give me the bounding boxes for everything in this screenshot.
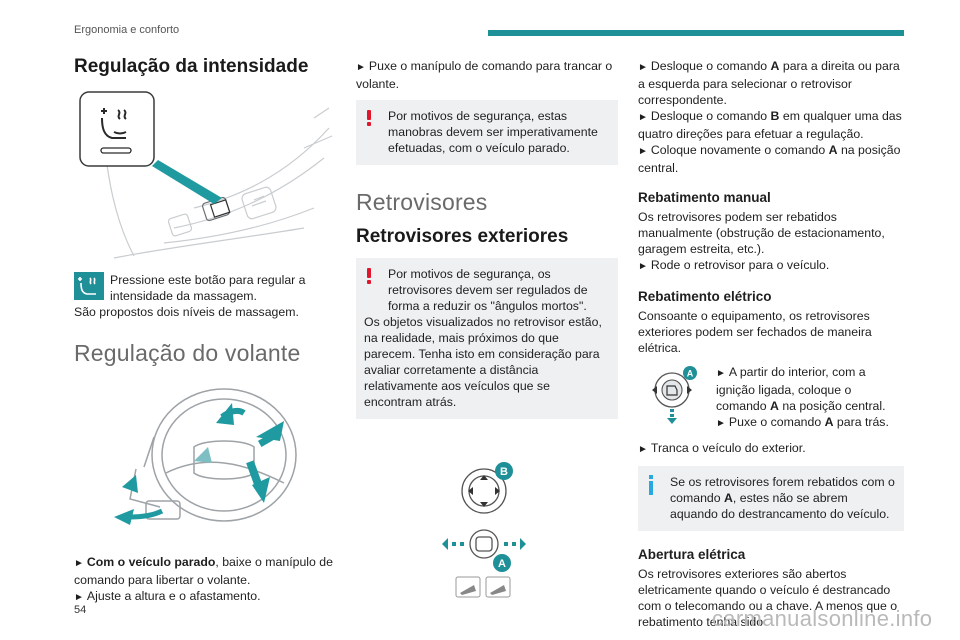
title-ext-mirrors: Retrovisores exteriores [356, 226, 569, 247]
mirror-fold-control-icon: A [652, 366, 697, 424]
electric-text: Consoante o equipamento, os retrovisores… [638, 309, 872, 355]
step1-c: para a direita ou para a esquerda para s… [638, 59, 900, 107]
triangle-bullet-icon: ► [638, 62, 648, 73]
inside-1: A partir do interior, com a ignição liga… [716, 365, 866, 413]
watermark: carmanualsonline.info [712, 606, 933, 631]
step1-b: A [770, 59, 780, 73]
triangle-bullet-icon: ► [74, 592, 84, 603]
triangle-bullet-icon: ► [716, 368, 726, 379]
open-text: Os retrovisores exteriores são abertos e… [638, 567, 898, 629]
massage-text-2: São propostos dois níveis de massagem. [74, 305, 299, 319]
step2-b: B [770, 109, 780, 123]
header-section: Ergonomia e conforto [74, 24, 180, 36]
column-1: Regulação da intensidade [74, 56, 336, 606]
step3-b: A [828, 143, 838, 157]
title-electric-open: Abertura elétrica [638, 547, 746, 562]
title-mirrors: Retrovisores [356, 189, 488, 215]
inside-2a: Puxe o comando [728, 415, 825, 429]
info-text-a: Se os retrovisores forem rebatidos com o… [670, 475, 895, 505]
steer-bold: Com o veículo parado [86, 555, 216, 569]
step1-a: Desloque o comando [650, 59, 771, 73]
manual-step: Rode o retrovisor para o veículo. [650, 258, 830, 272]
mirror-control-illustration: B A [442, 462, 526, 598]
massage-seat-icon [101, 108, 127, 139]
header-accent-bar [488, 30, 904, 36]
inside-1c: na posição central. [778, 399, 886, 413]
steering-wheel-illustration [114, 388, 297, 525]
manual-text: Os retrovisores podem ser rebatidos manu… [638, 210, 885, 256]
triangle-bullet-icon: ► [638, 146, 648, 157]
title-manual: Rebatimento manual [638, 190, 771, 205]
warn-1: Por motivos de segurança, estas manobras… [388, 109, 598, 155]
step2-c: em qualquer uma das quatro direções para… [638, 109, 902, 141]
lock-text: Puxe o manípulo de comando para trancar … [356, 59, 613, 91]
info-icon [649, 475, 654, 495]
inside-2b: A [824, 415, 834, 429]
warning-icon [367, 268, 372, 284]
warn-2-a: Por motivos de segurança, os retrovisore… [388, 267, 588, 313]
warning-note-2: Por motivos de segurança, os retrovisore… [356, 258, 618, 419]
steer-text-2: Ajuste a altura e o afastamento. [86, 589, 261, 603]
inside-2c: para trás. [833, 415, 889, 429]
step3-c: na posição central. [638, 143, 901, 175]
triangle-bullet-icon: ► [638, 261, 648, 272]
steer-text-1: , baixe o manípulo de comando para liber… [74, 555, 333, 587]
massage-seat-icon [74, 272, 104, 300]
inside-1b: A [770, 399, 779, 413]
massage-text-1: Pressione este botão para regular a inte… [110, 273, 306, 303]
title-intensity: Regulação da intensidade [74, 56, 309, 77]
triangle-bullet-icon: ► [638, 112, 648, 123]
triangle-bullet-icon: ► [638, 444, 648, 455]
triangle-bullet-icon: ► [74, 558, 84, 569]
lock-ext: Tranca o veículo do exterior. [650, 441, 806, 455]
triangle-bullet-icon: ► [356, 62, 366, 73]
column-2: ►Puxe o manípulo de comando para trancar… [356, 58, 618, 604]
title-electric-fold: Rebatimento elétrico [638, 289, 772, 304]
column-3: ►Desloque o comando A para a direita ou … [638, 58, 904, 630]
step3-a: Coloque novamente o comando [650, 143, 829, 157]
warning-icon [367, 110, 372, 126]
label-b: B [500, 466, 508, 478]
seat-illustration [79, 91, 333, 259]
label-a: A [498, 558, 506, 570]
info-text-c: , estes não se abrem aquando do destranc… [670, 491, 890, 521]
label-a-small: A [687, 369, 694, 379]
warn-2-b: Os objetos visualizados no retrovisor es… [364, 315, 602, 409]
title-steering: Regulação do volante [74, 340, 301, 366]
info-note: Se os retrovisores forem rebatidos com o… [638, 466, 904, 531]
step2-a: Desloque o comando [650, 109, 771, 123]
triangle-bullet-icon: ► [716, 418, 726, 429]
warning-note-1: Por motivos de segurança, estas manobras… [356, 100, 618, 165]
page-number: 54 [74, 604, 87, 616]
info-text-b: A [724, 491, 733, 505]
